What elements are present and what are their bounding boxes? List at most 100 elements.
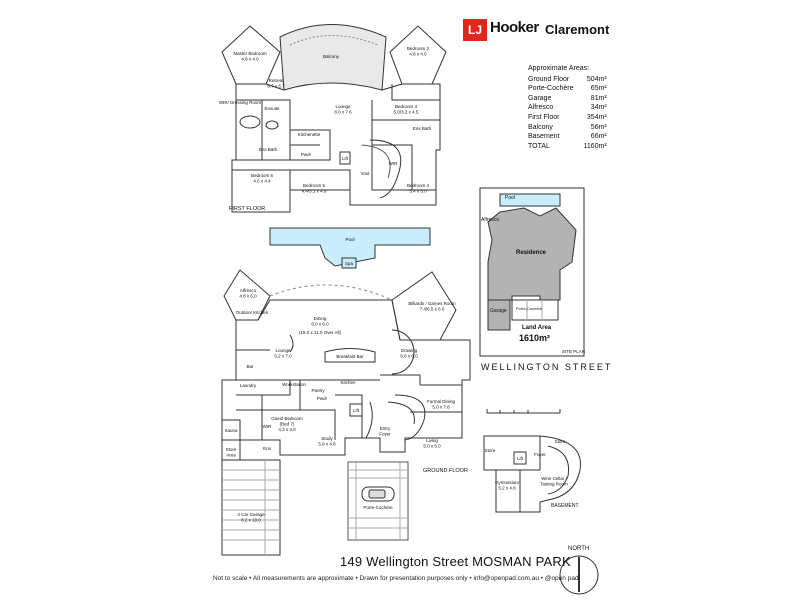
area-row: Garage 81m² xyxy=(528,94,607,104)
room-label-wine: Wine Cellar /Tasting Room xyxy=(540,476,568,487)
room-label-overall: (16.0 x 11.0 Over All) xyxy=(299,330,341,335)
north-label: NORTH xyxy=(568,546,590,552)
room-label-wir: WIR xyxy=(263,424,272,429)
room-label-porte: Porte-Cochère xyxy=(363,505,393,510)
area-label: TOTAL xyxy=(528,142,550,150)
room-label-guest: Guest Bedroom(Bed 7)4.3 x 4.0 xyxy=(271,416,303,432)
room-label-void: Void xyxy=(361,171,370,176)
room-label-breakfast-bar: Breakfast Bar xyxy=(336,354,364,359)
room-label-pwdr: Pwdr xyxy=(317,396,328,401)
brand-name: Hooker xyxy=(490,19,539,36)
room-label-foyer: Foyer xyxy=(534,452,546,457)
area-value: 504m² xyxy=(586,75,607,83)
room-label-kitchen: Kitchen xyxy=(340,380,356,385)
room-label-wir1: WIR/ Dressing Room xyxy=(219,100,262,105)
basement-label: BASEMENT xyxy=(551,503,579,509)
room-label-workstation: Workstation xyxy=(282,382,306,387)
basement-plan xyxy=(483,435,581,513)
area-label: Garage xyxy=(528,94,552,102)
ground-floor-plan xyxy=(221,269,471,461)
room-label-store2: Store xyxy=(555,439,566,444)
room-label-pantry: Pantry xyxy=(311,388,325,393)
area-value: 81m² xyxy=(590,94,607,102)
room-label-ensuite: Ensuite xyxy=(264,106,280,111)
room-label-outdoor-kitchen: Outdoor Kitchen xyxy=(236,310,269,315)
room-label-ens-bath: Ens Bath xyxy=(259,147,278,152)
room-label-ens-bath2: Ens Bath xyxy=(413,126,432,131)
porte-cochere-plan xyxy=(347,461,409,541)
brand-logo-mark: LJ xyxy=(463,19,487,41)
area-value: 66m² xyxy=(590,133,607,141)
room-label-ens: Ens xyxy=(263,446,272,451)
room-label-pool: Pool xyxy=(345,237,354,242)
area-value: 1160m² xyxy=(583,142,607,150)
area-value: 56m² xyxy=(590,123,607,131)
room-label-wir: WIR xyxy=(389,161,398,166)
site-porte-label: Porte-Cochère xyxy=(516,306,543,311)
area-row: Porte-Cochère 65m² xyxy=(528,84,607,94)
room-label-store1: Store xyxy=(485,448,496,453)
area-value: 354m² xyxy=(586,113,607,121)
footer-disclaimer: Not to scale • All measurements are appr… xyxy=(213,575,579,582)
land-area-value: 1610m² xyxy=(519,333,551,343)
room-label-laundry: Laundry xyxy=(240,383,257,388)
north-arrow xyxy=(559,555,599,595)
area-label: Balcony xyxy=(528,123,553,131)
area-label: Porte-Cochère xyxy=(528,85,574,93)
area-value: 34m² xyxy=(590,104,607,112)
area-row: Ground Floor 504m² xyxy=(528,75,607,85)
room-label-lift: Lift xyxy=(353,408,360,413)
site-plan xyxy=(479,187,585,357)
first-floor-plan xyxy=(221,24,447,213)
area-label: Alfresco xyxy=(528,104,554,112)
room-label-kitchenette: Kitchenette xyxy=(298,132,321,137)
room-label-bar: Bar xyxy=(246,364,254,369)
site-alfresco-label: Alfresco xyxy=(481,217,500,223)
brand-office: Claremont xyxy=(545,22,610,37)
area-label: Ground Floor xyxy=(528,75,570,83)
areas-title: Approximate Areas: xyxy=(528,65,590,72)
room-label-spa: Spa xyxy=(345,261,354,266)
area-row: TOTAL 1160m² xyxy=(528,142,607,152)
property-address: 149 Wellington Street MOSMAN PARK xyxy=(340,554,571,569)
room-label-sauna: Sauna xyxy=(224,428,238,433)
pool-area xyxy=(269,227,431,269)
scale-bar xyxy=(486,409,561,414)
room-label-lift: Lift xyxy=(342,156,349,161)
area-label: First Floor xyxy=(528,113,560,121)
first-floor-label: FIRST FLOOR xyxy=(229,206,266,212)
area-row: Alfresco 34m² xyxy=(528,103,607,113)
area-row: First Floor 354m² xyxy=(528,113,607,123)
site-plan-label: SITE PLAN xyxy=(562,349,586,354)
site-garage-label: Garage xyxy=(490,308,507,314)
area-value: 65m² xyxy=(590,85,607,93)
room-label-pwdr: Pwdr xyxy=(301,152,312,157)
site-pool-label: Pool xyxy=(505,195,516,201)
area-row: Balcony 56m² xyxy=(528,123,607,133)
street-label: WELLINGTON STREET xyxy=(481,362,613,372)
room-label-balcony: Balcony xyxy=(323,54,340,59)
